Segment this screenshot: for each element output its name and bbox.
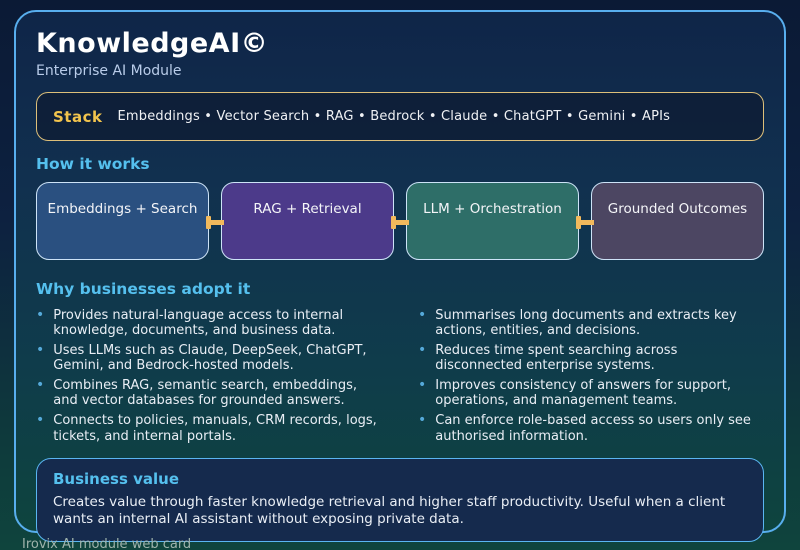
- stack-label: Stack: [53, 107, 103, 126]
- list-item: Provides natural-language access to inte…: [36, 308, 382, 338]
- bullet-icon: [36, 413, 44, 443]
- bullet-text: Connects to policies, manuals, CRM recor…: [53, 413, 377, 444]
- bullet-icon: [36, 308, 44, 338]
- flow-step-rag-retrieval: RAG + Retrieval: [221, 182, 394, 260]
- page-subtitle: Enterprise AI Module: [36, 63, 182, 79]
- bullet-icon: [36, 378, 44, 408]
- business-value-panel: Business value Creates value through fas…: [36, 457, 764, 543]
- business-value-heading: Business value: [53, 469, 180, 488]
- flow-arrow-icon: [576, 182, 594, 260]
- bullet-text: Reduces time spent searching across disc…: [435, 343, 678, 374]
- flow-step-llm-orchestration: LLM + Orchestration: [406, 182, 579, 260]
- list-item: Improves consistency of answers for supp…: [418, 378, 764, 408]
- flow-arrow-icon: [206, 182, 224, 260]
- why-heading: Why businesses adopt it: [36, 280, 251, 298]
- bullet-column-left: Provides natural-language access to inte…: [36, 308, 382, 449]
- bullet-icon: [418, 413, 426, 443]
- stack-items: Embeddings • Vector Search • RAG • Bedro…: [117, 109, 671, 124]
- bullet-columns: Provides natural-language access to inte…: [36, 308, 764, 449]
- bullet-icon: [418, 308, 426, 338]
- list-item: Can enforce role-based access so users o…: [418, 413, 764, 443]
- how-it-works-heading: How it works: [36, 155, 150, 173]
- flow-step-embeddings-search: Embeddings + Search: [36, 182, 209, 260]
- footer-caption: Irovix AI module web card: [22, 537, 192, 550]
- list-item: Uses LLMs such as Claude, DeepSeek, Chat…: [36, 343, 382, 373]
- bullet-text: Uses LLMs such as Claude, DeepSeek, Chat…: [53, 343, 367, 374]
- page-title: KnowledgeAI©: [36, 28, 269, 59]
- list-item: Connects to policies, manuals, CRM recor…: [36, 413, 382, 443]
- flow-row: Embeddings + Search RAG + Retrieval LLM …: [36, 182, 764, 260]
- knowledgeai-card: KnowledgeAI© Enterprise AI Module Stack …: [14, 10, 786, 543]
- bullet-text: Provides natural-language access to inte…: [53, 308, 344, 339]
- bullet-text: Combines RAG, semantic search, embedding…: [53, 378, 357, 409]
- stack-bar: Stack Embeddings • Vector Search • RAG •…: [36, 92, 764, 141]
- business-value-text: Creates value through faster knowledge r…: [53, 493, 726, 528]
- list-item: Reduces time spent searching across disc…: [418, 343, 764, 373]
- bullet-text: Summarises long documents and extracts k…: [435, 308, 737, 339]
- bullet-icon: [418, 343, 426, 373]
- flow-arrow-icon: [391, 182, 409, 260]
- bullet-icon: [36, 343, 44, 373]
- bullet-icon: [418, 378, 426, 408]
- bullet-column-right: Summarises long documents and extracts k…: [418, 308, 764, 449]
- bullet-text: Improves consistency of answers for supp…: [435, 378, 732, 409]
- list-item: Summarises long documents and extracts k…: [418, 308, 764, 338]
- list-item: Combines RAG, semantic search, embedding…: [36, 378, 382, 408]
- flow-step-grounded-outcomes: Grounded Outcomes: [591, 182, 764, 260]
- bullet-text: Can enforce role-based access so users o…: [435, 413, 751, 444]
